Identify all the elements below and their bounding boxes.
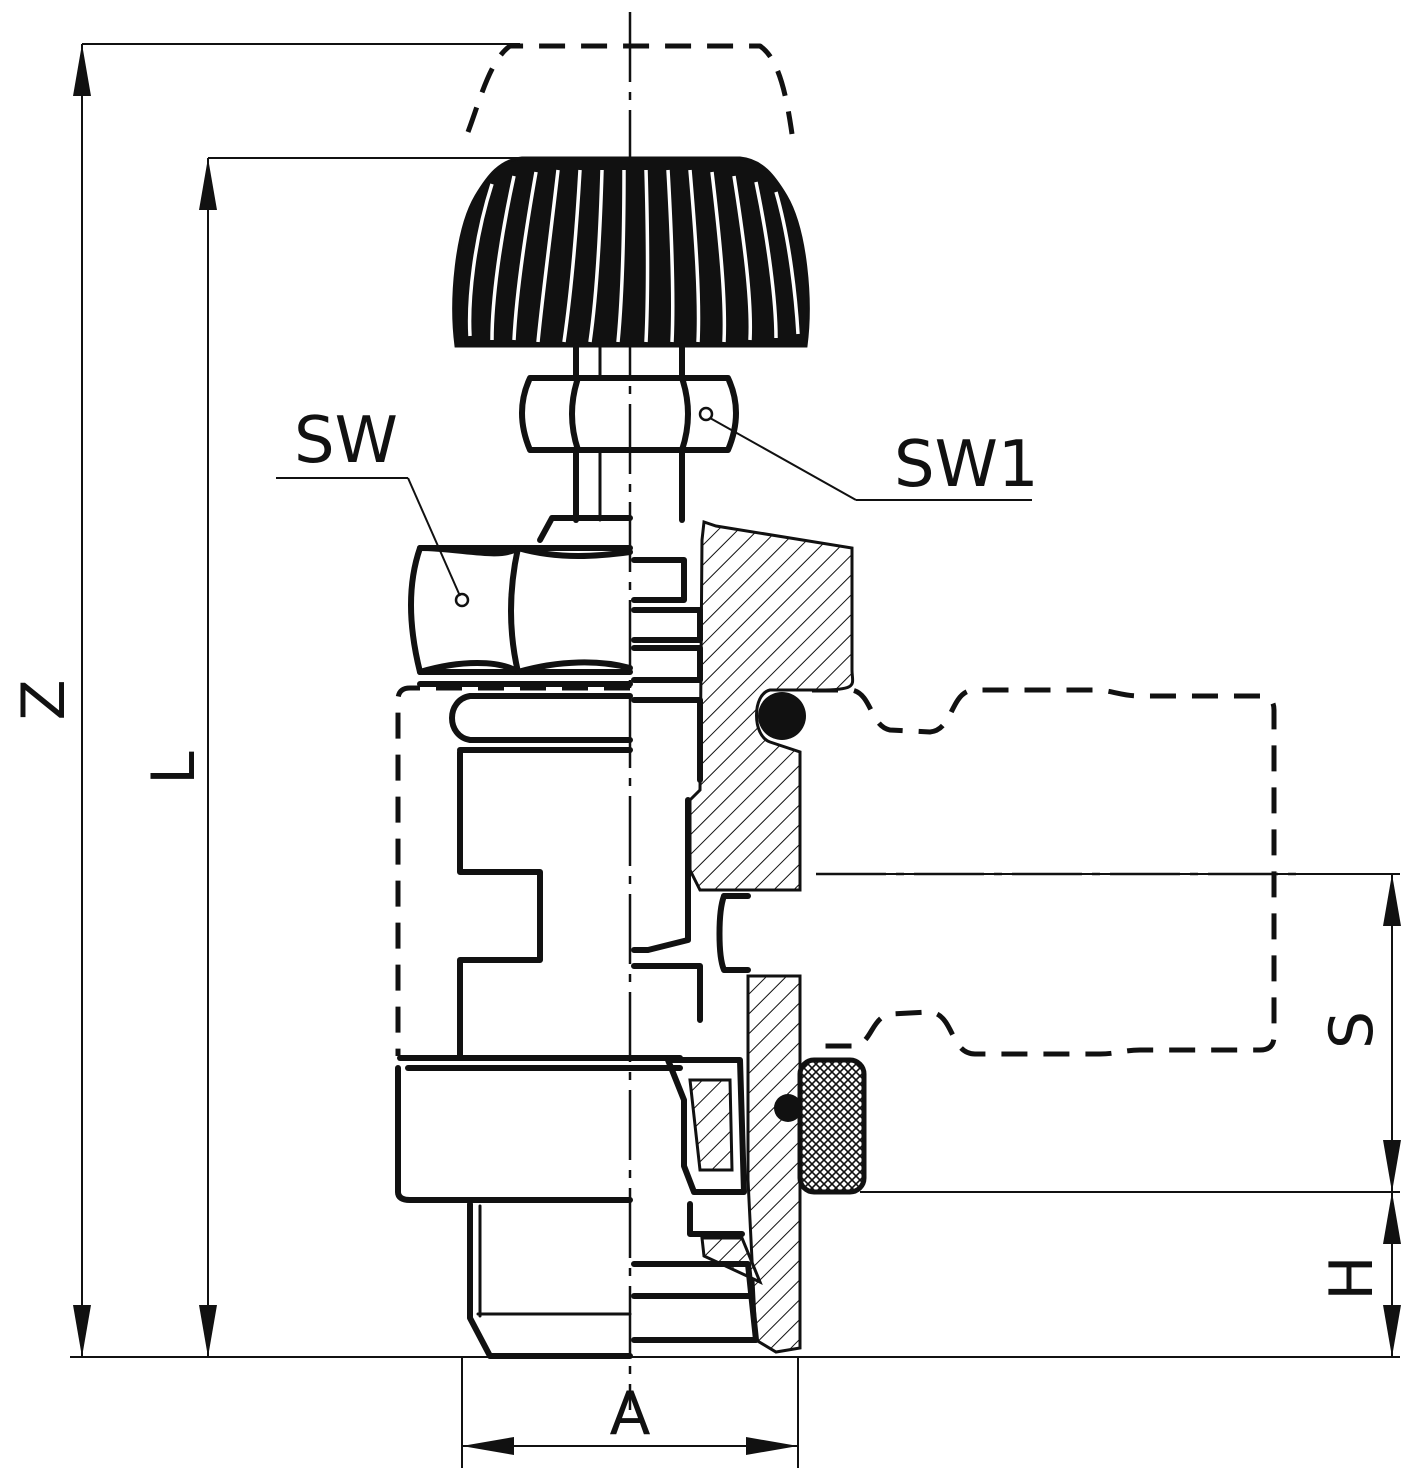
lock-nut-sw1: [519, 375, 739, 453]
leader-lines: [276, 417, 1032, 597]
label-l: L: [139, 751, 209, 785]
dashed-pipe-outline: [812, 687, 1277, 1057]
label-s: S: [1317, 1011, 1387, 1049]
label-sw1: SW1: [894, 428, 1039, 502]
bonnet-hex-sw: [408, 515, 633, 687]
knob-open-position-dashed: [465, 43, 795, 135]
valve-body-outline: [395, 685, 683, 1359]
label-sw: SW: [294, 404, 398, 478]
valve-stem: [573, 343, 685, 523]
label-a: A: [609, 1379, 650, 1449]
label-h: H: [1317, 1255, 1387, 1300]
valve-body-section: [631, 519, 867, 1354]
dimension-lines: [70, 43, 1401, 1468]
label-z: Z: [9, 679, 79, 720]
handwheel-knob: [452, 156, 810, 348]
